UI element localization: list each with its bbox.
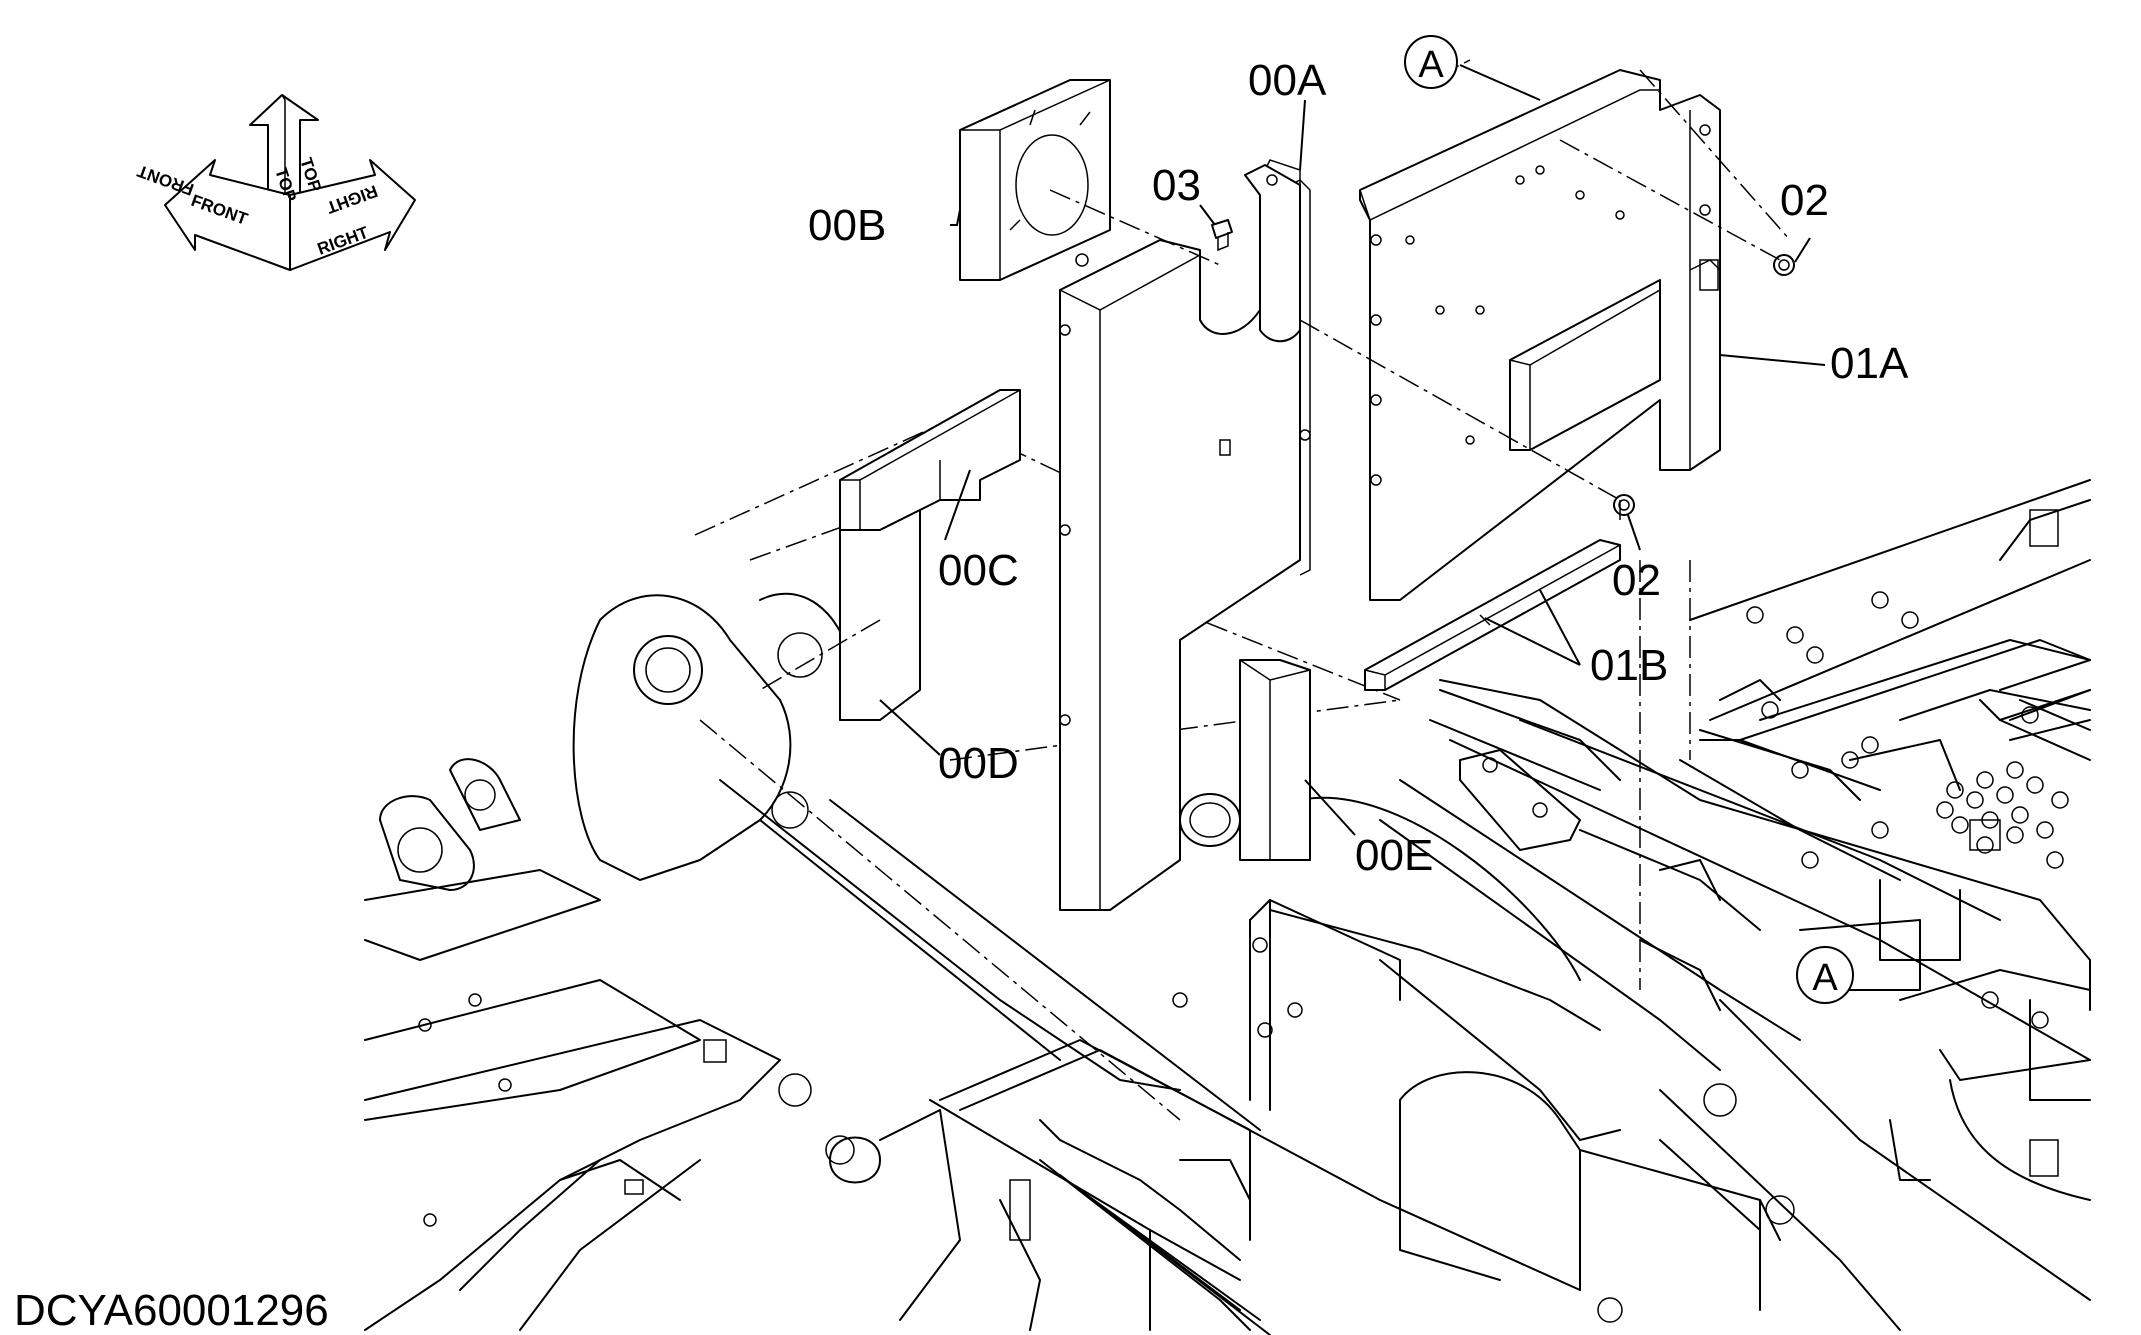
bolt-02-lower xyxy=(1613,494,1635,516)
label-00C: 00C xyxy=(938,546,1019,595)
label-01A: 01A xyxy=(1830,339,1909,388)
callout-a-top-text: A xyxy=(1418,44,1444,86)
controller-unit xyxy=(1509,279,1661,451)
grommet xyxy=(1179,793,1241,847)
bolt-heads xyxy=(1746,591,2049,1029)
callout-a-bottom: A xyxy=(1796,946,1854,1004)
hole-pattern xyxy=(1936,761,2069,869)
label-01B: 01B xyxy=(1590,641,1668,690)
bracket-00A-top xyxy=(1244,164,1301,343)
callout-a-bottom-text: A xyxy=(1812,957,1838,999)
part-00B xyxy=(959,79,1111,281)
leader-lines xyxy=(879,64,1826,836)
part-01B xyxy=(1364,539,1621,691)
machine-frame xyxy=(364,419,2091,1335)
label-00A: 00A xyxy=(1248,56,1327,105)
label-03: 03 xyxy=(1152,161,1201,210)
label-02-lower: 02 xyxy=(1612,556,1661,605)
label-00B: 00B xyxy=(808,201,886,250)
bolt-03 xyxy=(1211,219,1233,252)
drawing-code: DCYA60001296 xyxy=(14,1286,329,1335)
label-02-upper: 02 xyxy=(1780,176,1829,225)
orient-front: FRONT xyxy=(134,161,196,199)
part-00E xyxy=(1239,659,1311,861)
part-01A xyxy=(1359,69,1721,601)
part-labels: 00A 00B 03 02 01A 02 01B 00C 00D 00E xyxy=(808,56,1909,880)
part-00D xyxy=(759,509,921,721)
label-00E: 00E xyxy=(1355,831,1433,880)
orientation-indicator: TOP TOP FRONT FRONT RIGHT RIGHT xyxy=(134,94,416,271)
callout-a-top: A xyxy=(1404,35,1458,89)
bolt-02-upper xyxy=(1773,254,1795,276)
label-00D: 00D xyxy=(938,739,1019,788)
